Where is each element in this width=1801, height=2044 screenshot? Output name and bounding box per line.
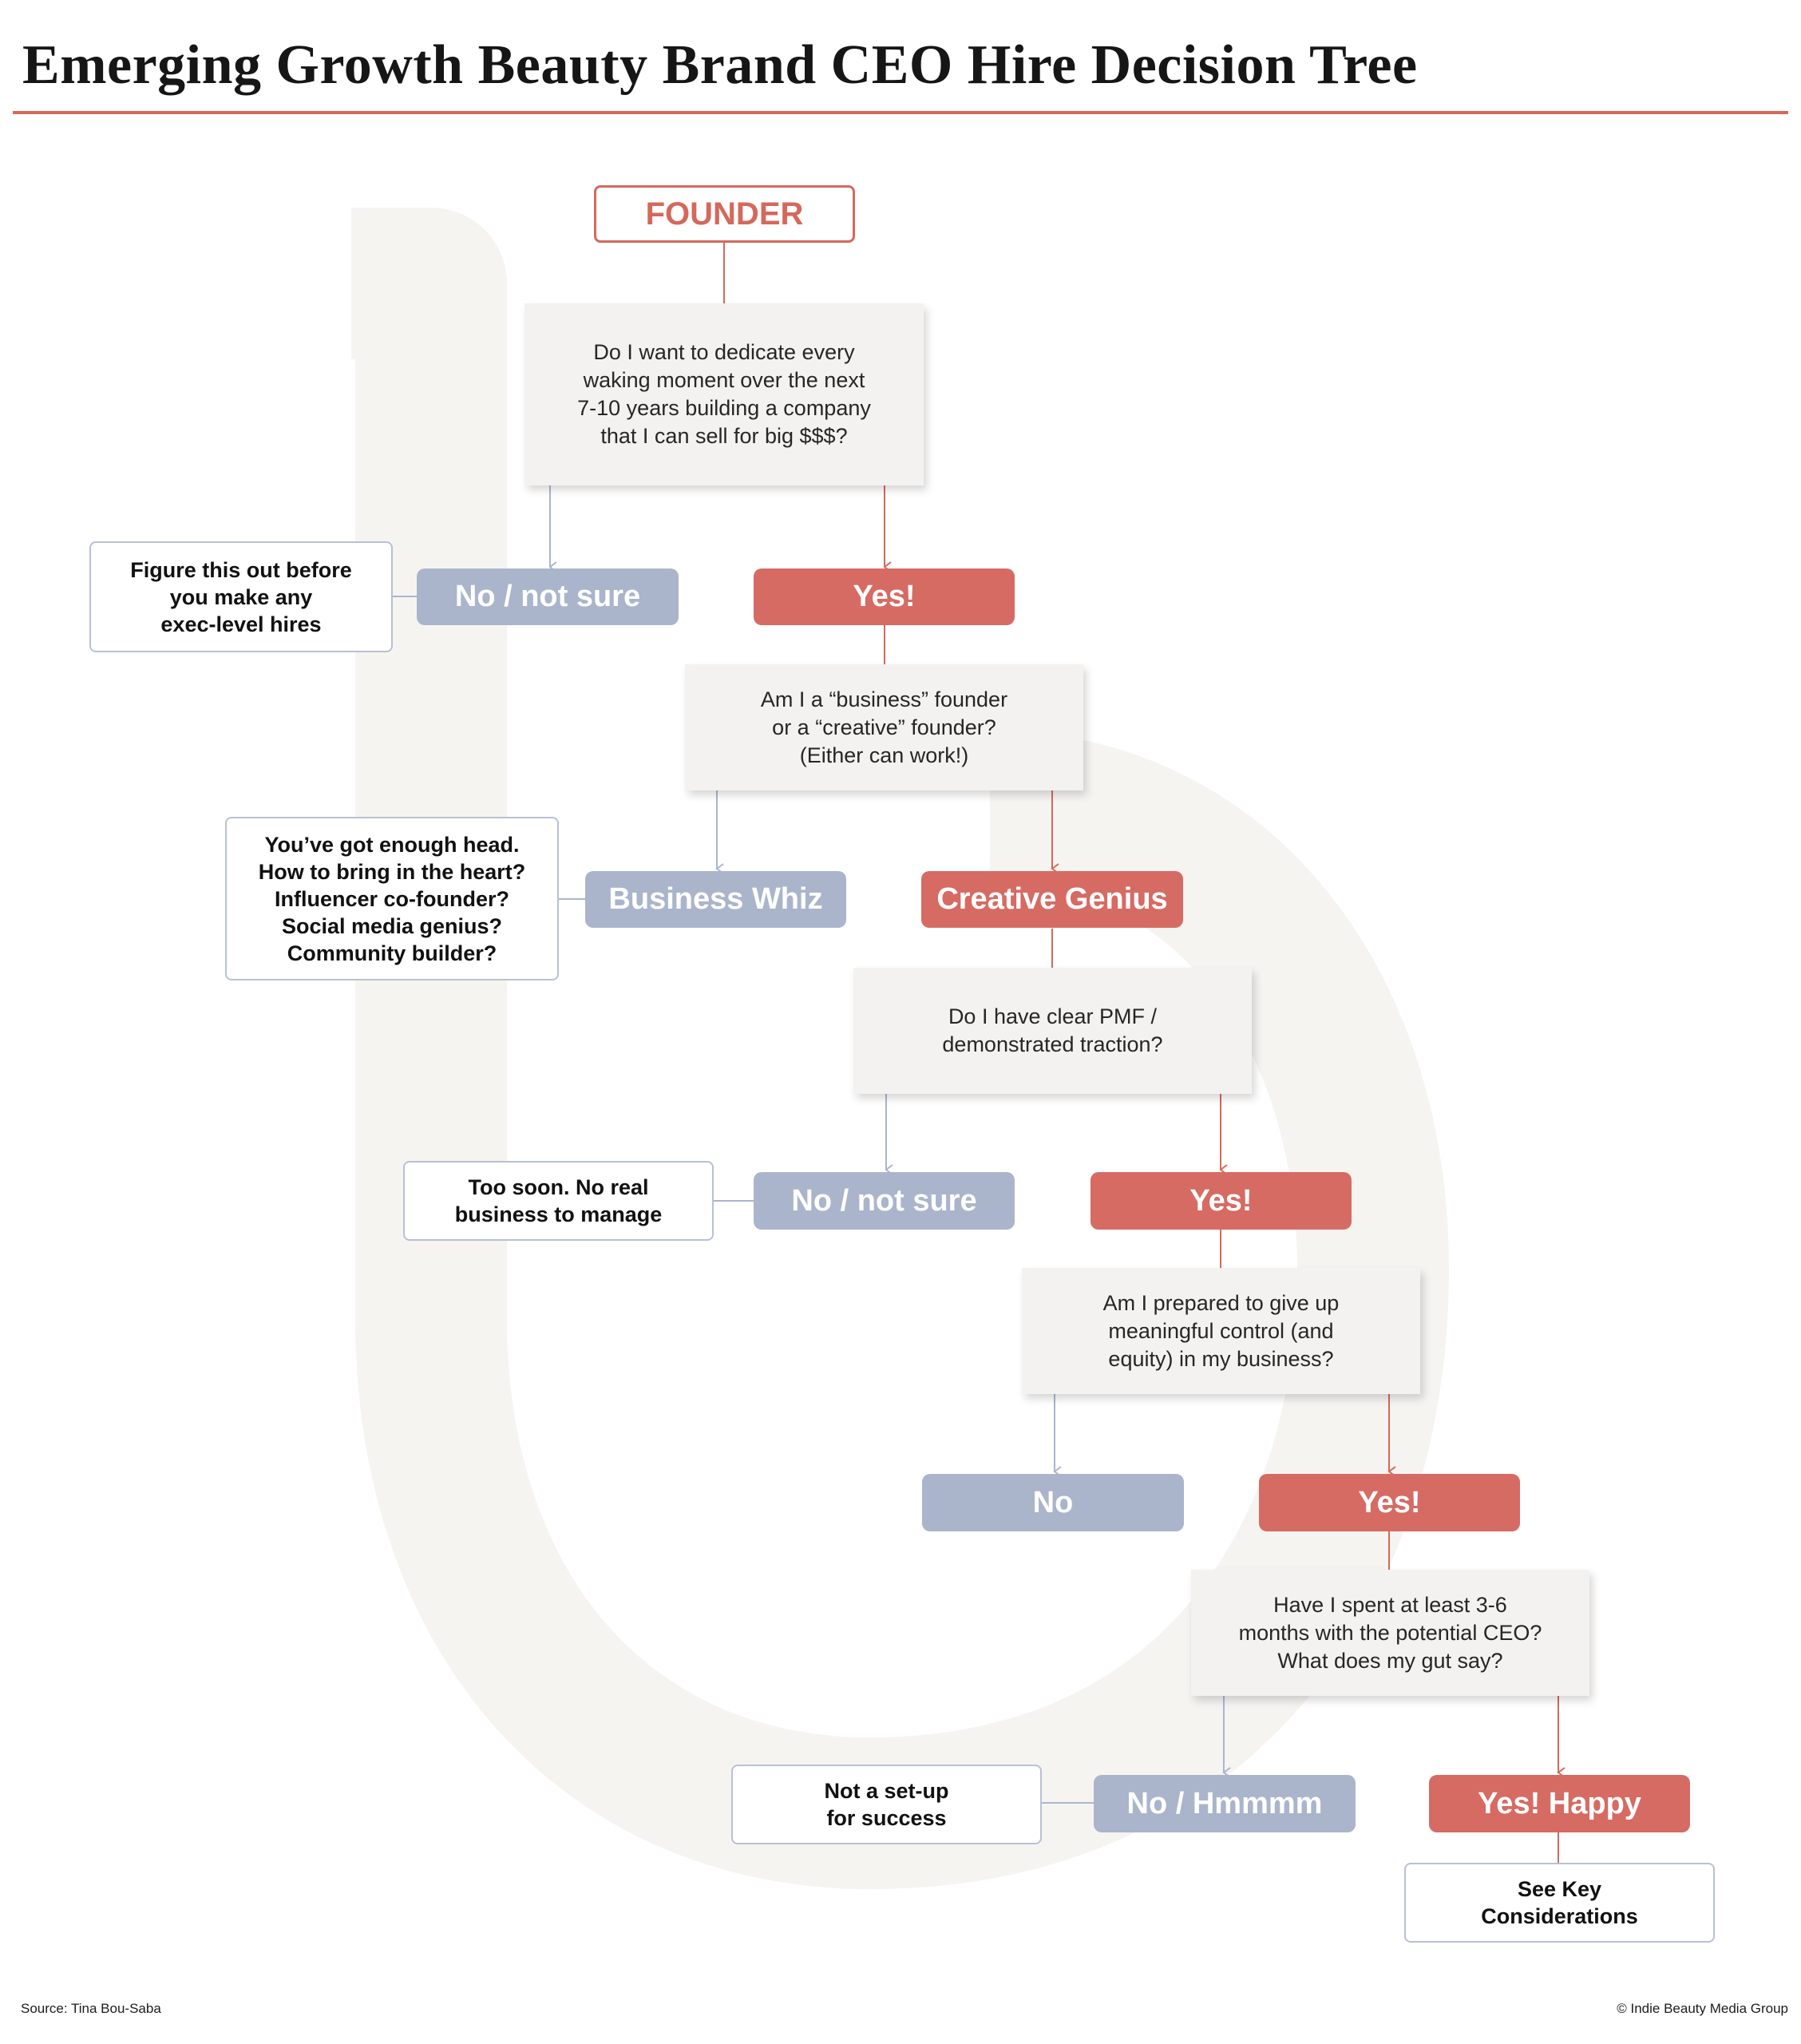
q5-yes-label: Yes! Happy [1478, 1786, 1641, 1820]
q2-creative-genius-label: Creative Genius [936, 882, 1168, 916]
q1-no-answer: No / not sure [417, 568, 679, 625]
q2-no-note: You’ve got enough head. How to bring in … [225, 817, 559, 980]
question-4-text: Am I prepared to give up meaningful cont… [1102, 1290, 1340, 1371]
question-1-box: Do I want to dedicate every waking momen… [524, 303, 924, 485]
q4-yes-label: Yes! [1358, 1485, 1421, 1519]
title-divider [13, 111, 1788, 114]
q1-yes-answer: Yes! [754, 568, 1015, 625]
q3-yes-answer: Yes! [1090, 1172, 1352, 1230]
founder-start-node: FOUNDER [594, 185, 855, 243]
q5-no-label: No / Hmmmm [1126, 1786, 1323, 1820]
question-2-box: Am I a “business” founder or a “creative… [685, 664, 1083, 790]
q1-no-note: Figure this out before you make any exec… [89, 541, 393, 652]
q5-no-note-text: Not a set-up for success [824, 1779, 949, 1830]
q4-no-answer: No [922, 1474, 1184, 1531]
q3-no-note-text: Too soon. No real business to manage [454, 1175, 663, 1226]
question-1-text: Do I want to dedicate every waking momen… [577, 340, 871, 448]
q5-yes-note: See Key Considerations [1404, 1863, 1715, 1943]
q1-no-label: No / not sure [454, 580, 641, 613]
q1-yes-label: Yes! [853, 580, 916, 613]
q2-business-whiz-label: Business Whiz [608, 882, 823, 916]
question-5-box: Have I spent at least 3-6 months with th… [1191, 1570, 1589, 1696]
q2-creative-genius-answer: Creative Genius [921, 871, 1183, 928]
page-title: Emerging Growth Beauty Brand CEO Hire De… [22, 34, 1418, 96]
question-5-text: Have I spent at least 3-6 months with th… [1238, 1592, 1542, 1673]
question-4-box: Am I prepared to give up meaningful cont… [1022, 1268, 1420, 1394]
q2-business-whiz-answer: Business Whiz [585, 871, 846, 928]
source-credit: Source: Tina Bou-Saba [21, 2001, 161, 2016]
q3-no-note: Too soon. No real business to manage [403, 1161, 714, 1241]
q5-yes-note-text: See Key Considerations [1481, 1877, 1638, 1928]
q2-no-note-text: You’ve got enough head. How to bring in … [258, 832, 526, 965]
q4-yes-answer: Yes! [1259, 1474, 1520, 1531]
question-3-box: Do I have clear PMF / demonstrated tract… [853, 968, 1252, 1094]
q5-yes-answer: Yes! Happy [1429, 1775, 1690, 1832]
question-2-text: Am I a “business” founder or a “creative… [760, 687, 1008, 767]
q5-no-answer: No / Hmmmm [1094, 1775, 1356, 1832]
q4-no-label: No [1032, 1485, 1074, 1519]
q3-no-label: No / not sure [791, 1183, 977, 1218]
q5-no-note: Not a set-up for success [731, 1765, 1042, 1844]
question-3-text: Do I have clear PMF / demonstrated tract… [942, 1004, 1163, 1056]
founder-label: FOUNDER [645, 196, 804, 232]
copyright-notice: © Indie Beauty Media Group [1617, 2001, 1788, 2016]
q1-no-note-text: Figure this out before you make any exec… [130, 557, 352, 636]
q3-no-answer: No / not sure [754, 1172, 1015, 1230]
q3-yes-label: Yes! [1189, 1183, 1253, 1218]
